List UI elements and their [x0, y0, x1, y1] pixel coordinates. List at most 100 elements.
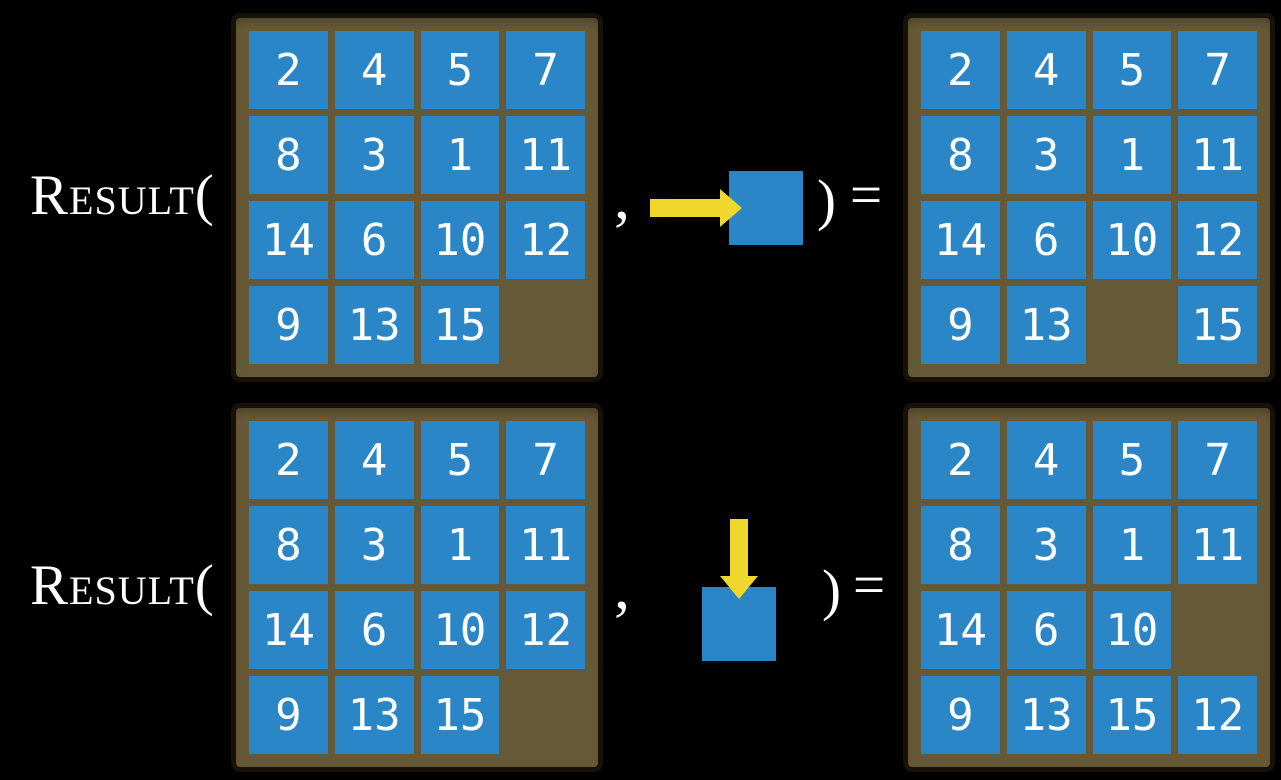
tile-number: 8	[947, 129, 974, 181]
puzzle-tile: 14	[249, 591, 328, 669]
puzzle-tile: 1	[420, 116, 500, 194]
puzzle-tile: 5	[1092, 31, 1172, 109]
puzzle-tile: 3	[334, 116, 414, 194]
puzzle-tile: 15	[420, 676, 500, 754]
blank-cell	[1093, 286, 1172, 364]
tile-number: 6	[360, 604, 388, 656]
puzzle-tile: 6	[334, 591, 414, 669]
tile-number: 3	[1032, 129, 1060, 181]
tile-number: 12	[519, 604, 573, 656]
tile-number: 3	[360, 519, 388, 571]
tile-number: 15	[433, 299, 487, 351]
tile-number: 7	[532, 434, 559, 486]
function-name: Result	[30, 163, 195, 227]
tile-number: 7	[1204, 44, 1231, 96]
puzzle-tile: 11	[1178, 506, 1257, 584]
tile-number: 10	[433, 604, 487, 656]
result-function-label: Result(	[30, 0, 214, 390]
puzzle-tile: 7	[1178, 421, 1257, 499]
puzzle-tile: 13	[334, 676, 414, 754]
action-cluster: , ) =	[604, 0, 903, 390]
puzzle-tile: 5	[420, 31, 500, 109]
puzzle-tile: 2	[249, 31, 328, 109]
puzzle-tile: 8	[249, 116, 328, 194]
puzzle-tile: 9	[921, 676, 1000, 754]
puzzle-tile: 9	[249, 286, 328, 364]
tile-number: 5	[1118, 44, 1146, 96]
tile-number: 1	[446, 129, 474, 181]
tile-number: 4	[360, 44, 388, 96]
close-paren: )	[822, 558, 841, 622]
puzzle-tile: 7	[506, 421, 585, 499]
tile-number: 14	[933, 214, 987, 266]
puzzle-tile: 1	[420, 506, 500, 584]
tile-number: 12	[1191, 689, 1245, 741]
tile-number: 5	[446, 434, 474, 486]
tile-number: 13	[1019, 689, 1073, 741]
tile-number: 12	[519, 214, 573, 266]
tile-number: 13	[347, 689, 401, 741]
puzzle-tile: 6	[334, 201, 414, 279]
blank-cell	[506, 676, 585, 754]
result-function-label: Result(	[30, 390, 214, 780]
puzzle-tile: 13	[334, 286, 414, 364]
puzzle-tile: 5	[420, 421, 500, 499]
tile-number: 11	[519, 519, 573, 571]
puzzle-tile: 4	[334, 31, 414, 109]
tile-number: 1	[446, 519, 474, 571]
puzzle-tile: 15	[420, 286, 500, 364]
puzzle-tile: 13	[1006, 286, 1086, 364]
puzzle-tile: 9	[921, 286, 1000, 364]
function-name: Result	[30, 553, 195, 617]
arrow-right-icon	[650, 189, 742, 227]
tile-number: 9	[275, 299, 302, 351]
tile-number: 10	[1105, 214, 1159, 266]
puzzle-tile: 3	[334, 506, 414, 584]
blank-cell	[1178, 591, 1257, 669]
puzzle-tile: 12	[1178, 676, 1257, 754]
comma: ,	[614, 551, 630, 622]
tile-number: 9	[947, 689, 974, 741]
puzzle-tile: 11	[506, 116, 585, 194]
puzzle-tile: 11	[1178, 116, 1257, 194]
puzzle-tile: 13	[1006, 676, 1086, 754]
tile-number: 15	[1191, 299, 1245, 351]
equals-sign: =	[852, 553, 886, 617]
tile-number: 14	[261, 604, 315, 656]
close-paren: )	[817, 168, 836, 232]
tile-square-icon	[702, 587, 776, 661]
tile-number: 4	[360, 434, 388, 486]
puzzle-tile: 4	[334, 421, 414, 499]
arrow-down-icon	[720, 519, 758, 599]
tile-number: 4	[1032, 434, 1060, 486]
tile-number: 9	[947, 299, 974, 351]
puzzle-tile: 8	[249, 506, 328, 584]
tile-number: 2	[947, 44, 974, 96]
tile-number: 3	[360, 129, 388, 181]
puzzle-tile: 14	[921, 591, 1000, 669]
tile-number: 2	[947, 434, 974, 486]
puzzle-tile: 7	[506, 31, 585, 109]
tile-number: 11	[519, 129, 573, 181]
comma: ,	[614, 161, 630, 232]
tile-number: 13	[347, 299, 401, 351]
puzzle-tile: 15	[1178, 286, 1257, 364]
tile-number: 3	[1032, 519, 1060, 571]
puzzle-tile: 4	[1006, 421, 1086, 499]
puzzle-tile: 15	[1092, 676, 1172, 754]
move-down-action	[702, 519, 776, 661]
puzzle-tile: 1	[1092, 506, 1172, 584]
puzzle-tile: 12	[506, 201, 585, 279]
equals-sign: =	[849, 163, 883, 227]
tile-number: 1	[1118, 129, 1146, 181]
puzzle-tile: 6	[1006, 201, 1086, 279]
tile-number: 11	[1191, 519, 1245, 571]
tile-number: 9	[275, 689, 302, 741]
puzzle-tile: 9	[249, 676, 328, 754]
tile-number: 5	[446, 44, 474, 96]
